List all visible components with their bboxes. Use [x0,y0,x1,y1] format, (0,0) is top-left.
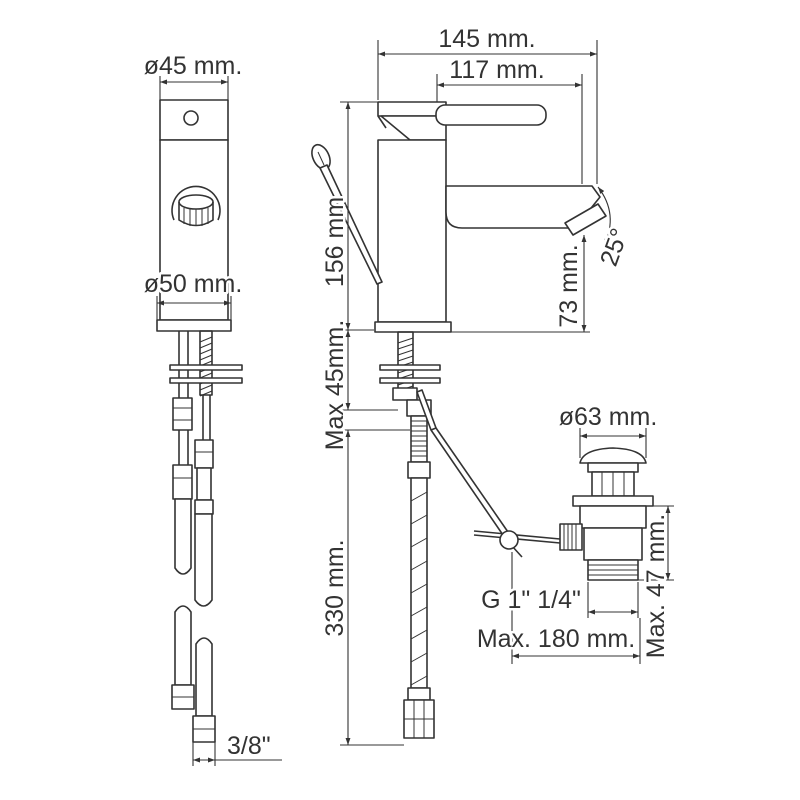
thread-hatch [199,348,213,355]
hose-braid [410,652,428,663]
lever-tip-detail [317,151,325,166]
lever-edge [377,115,387,129]
faucet-body-side [377,139,447,323]
thread-hatch [397,355,414,362]
label-waste-thread: G 1" 1/4" [481,586,581,614]
hose-braid [410,560,428,571]
thread-hatch [397,343,414,350]
faucet-base-front [156,319,232,332]
side-view: 145 mm. 117 mm. 156 mm Max 45mm. 330 mm.… [311,23,637,746]
waste-body-lower [583,527,643,561]
faucet-base-side [374,321,452,333]
hose-braid [410,583,428,594]
hose-braid [410,629,428,640]
front-view: ø45 mm. ø50 mm. 3/8" [141,50,282,766]
hose-braid [410,491,428,502]
waste-plug-cap [579,447,647,464]
lever-handle [435,104,547,126]
stud-nut [392,387,418,401]
hose-fitting [407,461,431,479]
hose-fitting [194,439,214,469]
flexible-hose [174,605,192,686]
label-spout-reach: 117 mm. [449,56,544,84]
label-max-waste-length: Max. 180 mm. [477,625,635,653]
hose-fitting [172,464,193,500]
hose-fitting [407,687,431,701]
thread-hatch [199,390,213,397]
pivot-nut [559,523,583,551]
rod-connector [499,530,519,550]
label-overall-length: 145 mm. [438,25,535,53]
label-hose-thread: 3/8" [227,732,271,760]
hose-braid [410,606,428,617]
label-waste-diameter: ø63 mm. [559,403,658,431]
pop-up-rod [430,429,504,536]
flexible-hose [196,467,212,501]
thread-hatch [397,337,414,344]
flexible-hose [410,477,428,689]
angle-arc [597,186,611,247]
hose-braid [410,537,428,548]
label-base-diameter: ø50 mm. [144,270,243,298]
mounting-plate [169,377,243,384]
flexible-hose-outline [410,477,428,689]
waste-flange [572,495,654,507]
thread-hatch [397,349,414,356]
label-max-deck-thickness: Max 45mm. [321,320,349,451]
hose-braid [410,675,428,686]
mounting-plate [379,364,441,371]
thread-hatch [199,336,213,343]
threaded-stud-outline [199,330,213,396]
pop-up-rod [435,427,509,533]
mounting-plate [169,364,243,371]
flexible-hose [195,637,213,717]
label-top-diameter: ø45 mm. [144,52,243,80]
mounting-plate [379,377,441,384]
thread-hatch [199,354,213,361]
hose-ribbed-section [410,415,428,463]
flexible-hose [174,498,192,575]
hose-ribbed-outline [410,415,428,463]
pop-up-waste: ø63 mm. G 1" 1/4" Max. 180 mm. Max. 47 m… [474,401,674,664]
waste-body [579,505,647,529]
hose-nut [172,397,193,431]
cap-hole [183,110,199,126]
label-spout-height: 73 mm. [555,244,583,327]
hose-braid [410,514,428,525]
waste-plug-stem [587,462,639,473]
spout-opening [171,185,221,221]
thread-hatch [199,384,213,391]
hose-fitting [194,499,214,515]
thread-hatch [199,372,213,379]
thread-hatch [199,342,213,349]
aerator-top [178,194,214,210]
label-hose-length: 330 mm. [321,539,349,636]
label-max-waste-height: Max. 47 mm. [642,514,670,658]
lever-rod-open [319,164,383,285]
flexible-hose [194,513,213,607]
label-body-height: 156 mm [321,197,349,287]
